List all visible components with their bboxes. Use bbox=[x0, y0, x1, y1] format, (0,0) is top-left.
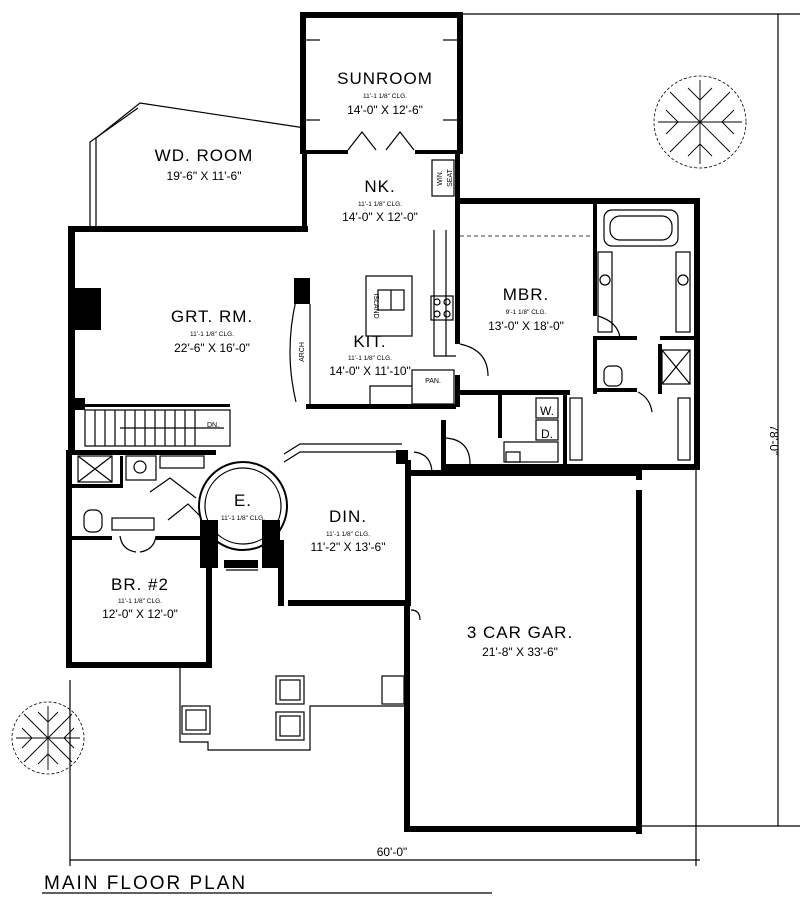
room-name: GRT. RM. bbox=[171, 307, 253, 326]
stair-down-label: DN. bbox=[207, 422, 219, 429]
dimension-lines bbox=[42, 13, 800, 894]
room-nook: NK. 11'-1 1/8" CLG. 14'-0" X 12'-0" bbox=[342, 177, 418, 224]
room-size: 12'-0" X 12'-0" bbox=[102, 607, 178, 621]
room-ceiling: 9'-1 1/8" CLG. bbox=[506, 309, 547, 316]
room-wood-room: WD. ROOM 19'-6" X 11'-6" bbox=[155, 146, 254, 183]
window-seat-label: SEAT bbox=[447, 168, 454, 186]
arch-label: ARCH bbox=[299, 342, 306, 362]
room-name: SUNROOM bbox=[337, 69, 433, 88]
room-name: NK. bbox=[364, 177, 395, 196]
room-name: MBR. bbox=[503, 285, 550, 304]
island-label: ISLAND bbox=[372, 293, 379, 318]
room-size: 19'-6" X 11'-6" bbox=[167, 169, 242, 183]
overall-width: 60'-0" bbox=[377, 845, 408, 859]
room-ceiling: 11'-1 1/8" CLG. bbox=[118, 598, 162, 605]
room-ceiling: 11'-1 1/8" CLG. bbox=[326, 531, 370, 538]
room-bedroom-2: BR. #2 11'-1 1/8" CLG. 12'-0" X 12'-0" bbox=[102, 575, 178, 621]
plan-title: MAIN FLOOR PLAN bbox=[44, 873, 247, 894]
room-name: KIT. bbox=[353, 332, 386, 351]
room-ceiling: 11'-1 1/8" CLG. bbox=[190, 331, 234, 338]
room-size: 14'-0" X 12'-0" bbox=[342, 210, 418, 224]
room-ceiling: 11'-1 1/8" CLG. bbox=[358, 201, 402, 208]
room-size: 11'-2" X 13'-6" bbox=[311, 540, 386, 554]
room-sunroom: SUNROOM 11'-1 1/8" CLG. 14'-0" X 12'-6" bbox=[337, 69, 433, 117]
room-master-bedroom: MBR. 9'-1 1/8" CLG. 13'-0" X 18'-0" bbox=[488, 285, 564, 333]
pantry-label: PAN. bbox=[425, 378, 441, 385]
stair bbox=[84, 409, 231, 447]
room-garage: 3 CAR GAR. 21'-8" X 33'-6" bbox=[467, 623, 573, 659]
interior-details bbox=[77, 39, 691, 621]
dryer-label: D. bbox=[541, 427, 553, 441]
room-great-room: GRT. RM. 11'-1 1/8" CLG. 22'-6" X 16'-0" bbox=[171, 307, 253, 355]
room-ceiling: 11'-1 1/8" CLG. bbox=[221, 515, 265, 522]
room-size: 13'-0" X 18'-0" bbox=[488, 319, 564, 333]
walls bbox=[66, 12, 700, 834]
room-size: 14'-0" X 11'-10" bbox=[329, 364, 411, 378]
overall-depth: 78'-0" bbox=[767, 425, 781, 456]
room-size: 14'-0" X 12'-6" bbox=[347, 103, 423, 117]
tree-icon bbox=[11, 701, 85, 775]
room-size: 22'-6" X 16'-0" bbox=[174, 341, 250, 355]
room-dining: DIN. 11'-1 1/8" CLG. 11'-2" X 13'-6" bbox=[311, 507, 386, 554]
tree-icon bbox=[653, 75, 747, 169]
washer-label: W. bbox=[540, 404, 554, 418]
room-ceiling: 11'-1 1/8" CLG. bbox=[363, 93, 407, 100]
room-name: WD. ROOM bbox=[155, 146, 254, 165]
room-name: E. bbox=[234, 491, 252, 510]
room-entry: E. 11'-1 1/8" CLG. bbox=[221, 491, 265, 522]
room-kitchen: KIT. 11'-1 1/8" CLG. 14'-0" X 11'-10" bbox=[329, 332, 411, 378]
room-name: DIN. bbox=[329, 507, 367, 526]
room-name: 3 CAR GAR. bbox=[467, 623, 573, 642]
wood-deck-outline bbox=[89, 102, 306, 229]
front-patio bbox=[179, 668, 406, 751]
room-name: BR. #2 bbox=[111, 575, 169, 594]
room-size: 21'-8" X 33'-6" bbox=[482, 645, 558, 659]
window-seat-label: WIN. bbox=[437, 170, 444, 186]
room-ceiling: 11'-1 1/8" CLG. bbox=[348, 355, 392, 362]
